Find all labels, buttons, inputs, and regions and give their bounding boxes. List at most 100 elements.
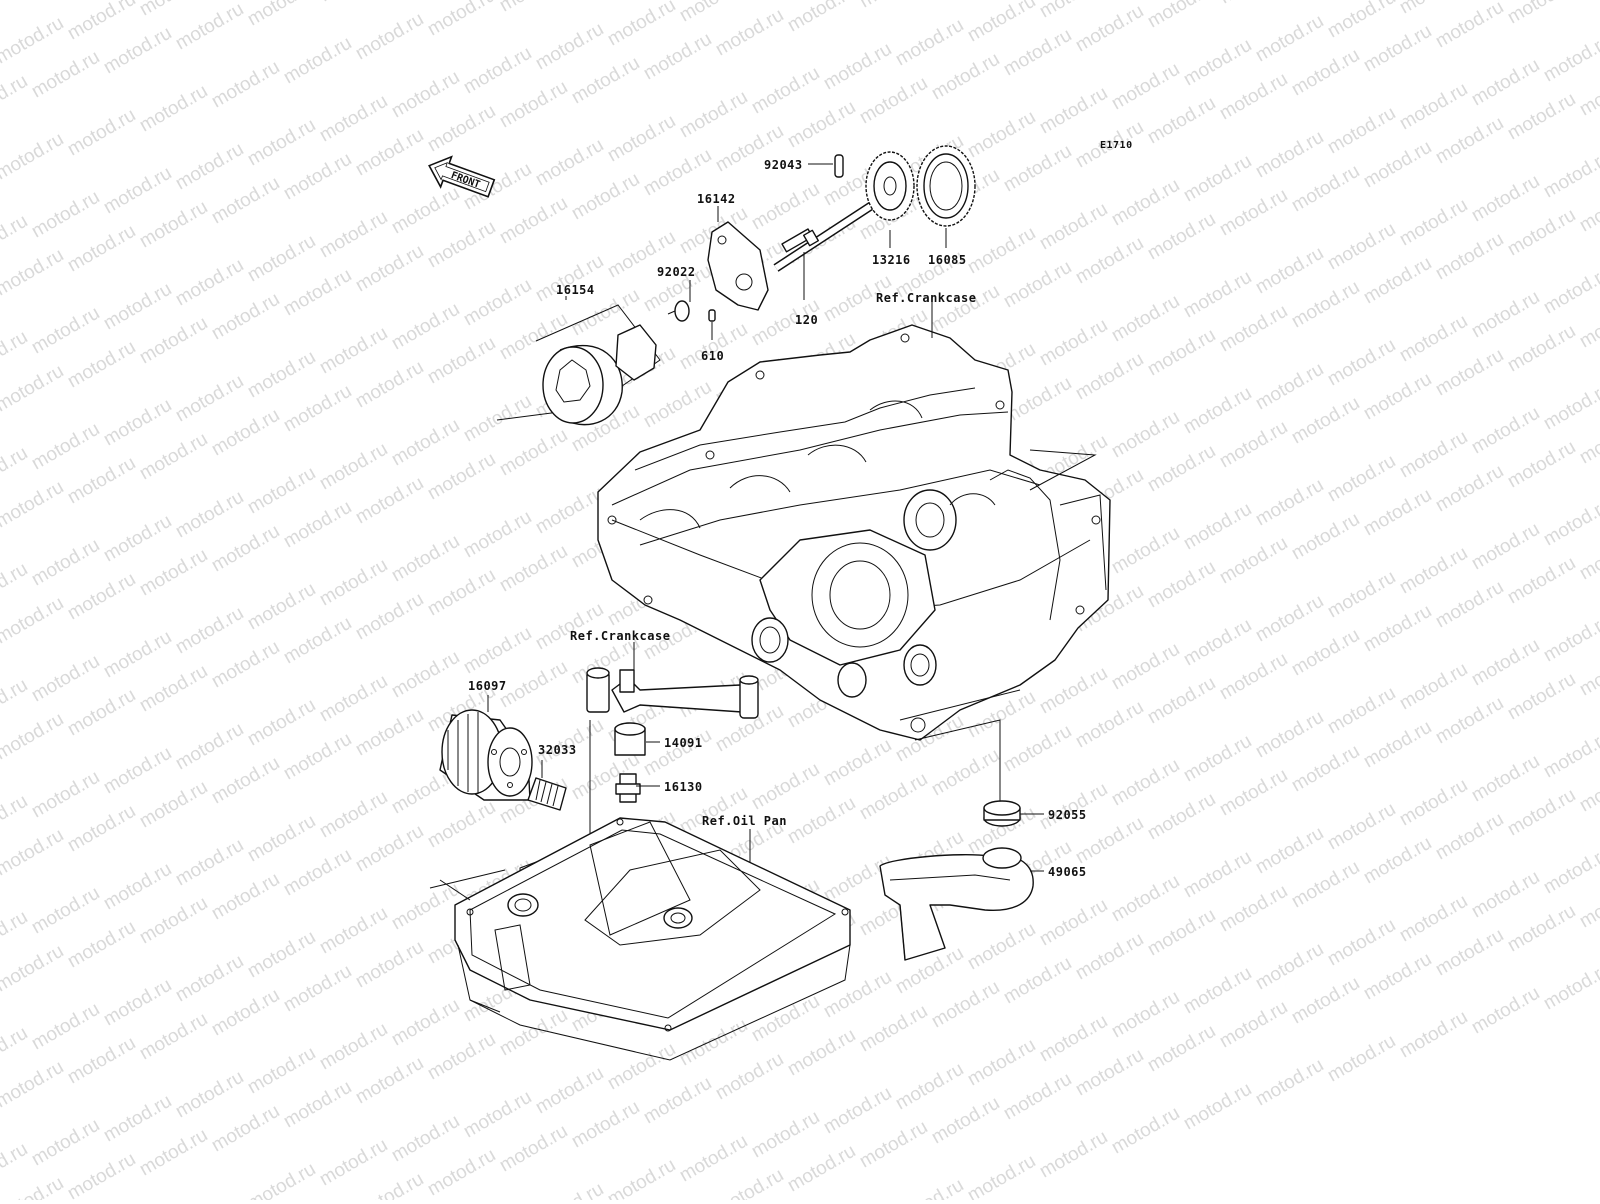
watermark-text: motod.ru bbox=[1396, 0, 1471, 18]
watermark-text: motod.ru bbox=[1288, 393, 1363, 449]
watermark-text: motod.ru bbox=[1324, 799, 1399, 855]
pump-shaft-gear-13216 bbox=[773, 151, 915, 272]
watermark-text: motod.ru bbox=[1576, 0, 1600, 4]
ref-crankcase-lower: Ref.Crankcase bbox=[570, 629, 670, 643]
watermark-text: motod.ru bbox=[1108, 291, 1183, 347]
watermark-text: motod.ru bbox=[820, 735, 895, 791]
watermark-text: motod.ru bbox=[172, 603, 247, 659]
watermark-text: motod.ru bbox=[676, 1015, 751, 1071]
watermark-text: motod.ru bbox=[424, 101, 499, 157]
watermark-text: motod.ru bbox=[208, 521, 283, 577]
watermark-text: motod.ru bbox=[172, 487, 247, 543]
watermark-text: motod.ru bbox=[136, 0, 211, 20]
watermark-text: motod.ru bbox=[280, 33, 355, 89]
label-120: 120 bbox=[795, 313, 818, 327]
watermark-text: motod.ru bbox=[1432, 577, 1507, 633]
watermark-text: motod.ru bbox=[244, 463, 319, 519]
watermark-text: motod.ru bbox=[280, 961, 355, 1017]
watermark-text: motod.ru bbox=[136, 429, 211, 485]
watermark-text: motod.ru bbox=[1432, 809, 1507, 865]
watermark-text: motod.ru bbox=[1288, 45, 1363, 101]
watermark-text: motod.ru bbox=[1108, 639, 1183, 695]
oil-filter-16097 bbox=[439, 709, 533, 801]
watermark-text: motod.ru bbox=[352, 937, 427, 993]
watermark-text: motod.ru bbox=[1108, 987, 1183, 1043]
watermark-text: motod.ru bbox=[1180, 731, 1255, 787]
watermark-text: motod.ru bbox=[1396, 1007, 1471, 1063]
watermark-text: motod.ru bbox=[388, 299, 463, 355]
watermark-text: motod.ru bbox=[244, 115, 319, 171]
watermark-text: motod.ru bbox=[352, 473, 427, 529]
watermark-text: motod.ru bbox=[0, 327, 31, 383]
watermark-text: motod.ru bbox=[1288, 857, 1363, 913]
watermark-text: motod.ru bbox=[64, 337, 139, 393]
watermark-text: motod.ru bbox=[460, 507, 535, 563]
watermark-text: motod.ru bbox=[676, 319, 751, 375]
watermark-text: motod.ru bbox=[136, 545, 211, 601]
watermark-text: motod.ru bbox=[928, 281, 1003, 337]
watermark-text: motod.ru bbox=[928, 1093, 1003, 1149]
watermark-text: motod.ru bbox=[208, 753, 283, 809]
watermark-text: motod.ru bbox=[0, 1057, 67, 1113]
watermark-text: motod.ru bbox=[1324, 915, 1399, 971]
watermark-text: motod.ru bbox=[1432, 693, 1507, 749]
watermark-text: motod.ru bbox=[172, 835, 247, 891]
watermark-text: motod.ru bbox=[1360, 485, 1435, 541]
label-49065: 49065 bbox=[1048, 865, 1087, 879]
watermark-text: motod.ru bbox=[1468, 635, 1543, 691]
watermark-text: motod.ru bbox=[1540, 611, 1600, 667]
watermark-text: motod.ru bbox=[928, 977, 1003, 1033]
watermark-text: motod.ru bbox=[100, 1091, 175, 1147]
watermark-text: motod.ru bbox=[208, 173, 283, 229]
figure-code: E1710 bbox=[1100, 140, 1133, 151]
watermark-text: motod.ru bbox=[388, 647, 463, 703]
watermark-text: motod.ru bbox=[28, 651, 103, 707]
watermark-text: motod.ru bbox=[64, 0, 139, 44]
watermark-text: motod.ru bbox=[0, 211, 31, 267]
watermark-text: motod.ru bbox=[784, 1141, 859, 1197]
watermark-text: motod.ru bbox=[1072, 1045, 1147, 1101]
watermark-text: motod.ru bbox=[1000, 25, 1075, 81]
watermark-text: motod.ru bbox=[388, 995, 463, 1051]
watermark-text: motod.ru bbox=[856, 73, 931, 129]
watermark-text: motod.ru bbox=[1396, 79, 1471, 135]
watermark-text: motod.ru bbox=[1144, 209, 1219, 265]
watermark-text: motod.ru bbox=[1360, 601, 1435, 657]
watermark-text: motod.ru bbox=[352, 1169, 427, 1200]
watermark-text: motod.ru bbox=[0, 907, 31, 963]
watermark-text: motod.ru bbox=[424, 1029, 499, 1085]
watermark-text: motod.ru bbox=[1180, 499, 1255, 555]
label-14091: 14091 bbox=[664, 736, 703, 750]
watermark-text: motod.ru bbox=[496, 1121, 571, 1177]
watermark-text: motod.ru bbox=[1324, 567, 1399, 623]
watermark-text: motod.ru bbox=[0, 1139, 31, 1195]
watermark-text: motod.ru bbox=[1072, 1, 1147, 57]
watermark-text: motod.ru bbox=[1108, 1103, 1183, 1159]
watermark-text: motod.ru bbox=[208, 1101, 283, 1157]
label-92043: 92043 bbox=[764, 158, 803, 172]
watermark-text: motod.ru bbox=[316, 1019, 391, 1075]
watermark-text: motod.ru bbox=[1432, 925, 1507, 981]
watermark-text: motod.ru bbox=[1180, 1079, 1255, 1135]
watermark-text: motod.ru bbox=[136, 197, 211, 253]
watermark-text: motod.ru bbox=[460, 1087, 535, 1143]
watermark-text: motod.ru bbox=[1072, 233, 1147, 289]
watermark-text: motod.ru bbox=[1180, 383, 1255, 439]
watermark-text: motod.ru bbox=[1216, 881, 1291, 937]
watermark-text: motod.ru bbox=[1288, 973, 1363, 1029]
watermark-text: motod.ru bbox=[1036, 83, 1111, 139]
watermark-text: motod.ru bbox=[1504, 89, 1579, 145]
watermark-text: motod.ru bbox=[388, 67, 463, 123]
watermark-text: motod.ru bbox=[1144, 789, 1219, 845]
watermark-text: motod.ru bbox=[244, 811, 319, 867]
watermark-text: motod.ru bbox=[496, 1005, 571, 1061]
watermark-text: motod.ru bbox=[28, 303, 103, 359]
watermark-text: motod.ru bbox=[244, 695, 319, 751]
watermark-text: motod.ru bbox=[1000, 721, 1075, 777]
watermark-text: motod.ru bbox=[1036, 663, 1111, 719]
relief-valve-16130 bbox=[615, 773, 641, 803]
watermark-text: motod.ru bbox=[424, 0, 499, 40]
watermark-text: motod.ru bbox=[1504, 437, 1579, 493]
watermark-text: motod.ru bbox=[496, 541, 571, 597]
watermark-text: motod.ru bbox=[1396, 659, 1471, 715]
